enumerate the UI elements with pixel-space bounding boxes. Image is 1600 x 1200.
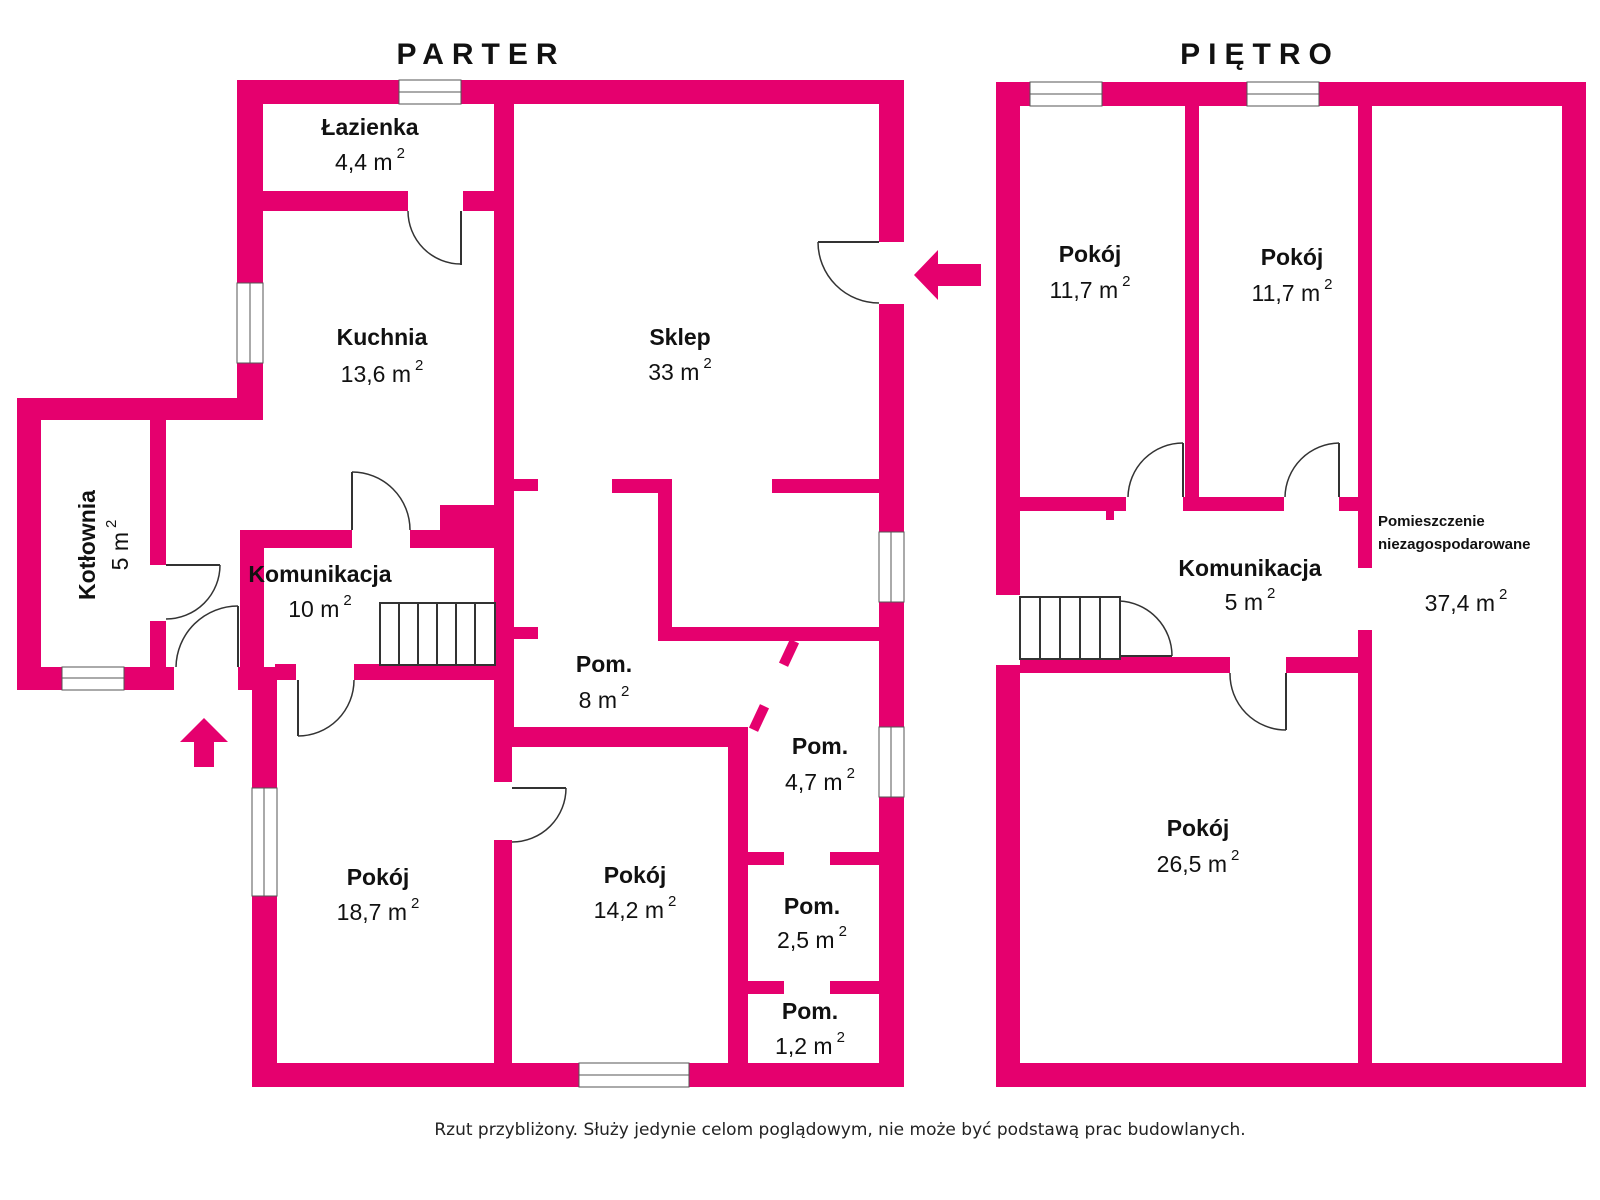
wall — [240, 530, 264, 690]
wall — [17, 398, 260, 420]
wall — [252, 1063, 904, 1087]
wall — [612, 479, 672, 493]
wall — [1106, 508, 1114, 520]
door-icon — [165, 564, 221, 620]
room-name-pom-25: Pom. — [784, 893, 840, 919]
floor-title-ground: PARTER — [396, 38, 565, 71]
wall — [748, 981, 784, 994]
door-icon — [511, 787, 567, 843]
room-label-kotlownia: Kotłownia 5 m2 — [74, 490, 133, 600]
door-icon — [407, 210, 462, 265]
wall — [494, 80, 514, 740]
door-icon — [297, 679, 355, 737]
floor-title-upper: PIĘTRO — [1180, 38, 1340, 71]
wall — [996, 82, 1020, 1087]
stairs-icon — [1019, 596, 1121, 660]
wall — [150, 418, 166, 684]
room-name-niezag-line2: niezagospodarowane — [1378, 536, 1531, 553]
room-name-kuchnia: Kuchnia — [337, 324, 428, 350]
room-name-pom-12: Pom. — [782, 998, 838, 1024]
wall — [237, 80, 904, 104]
wall — [658, 479, 672, 639]
room-name-pokoj-187: Pokój — [347, 864, 410, 890]
entrance-arrow-icon — [180, 718, 228, 767]
door-icon — [817, 241, 880, 304]
door-opening — [1284, 497, 1339, 511]
door-opening — [996, 595, 1020, 665]
room-name-komunikacja-pietro: Komunikacja — [1178, 555, 1321, 581]
room-name-komunikacja-parter: Komunikacja — [248, 561, 391, 587]
wall — [996, 1063, 1586, 1087]
wall — [260, 191, 502, 211]
entrance-opening — [174, 667, 238, 690]
room-name-lazienka: Łazienka — [321, 114, 418, 140]
stairs-icon — [379, 602, 496, 666]
door-opening — [150, 565, 166, 621]
wall — [17, 398, 41, 690]
door-opening — [494, 782, 512, 840]
door-icon — [175, 605, 239, 668]
wall — [512, 479, 538, 491]
wall — [778, 639, 800, 667]
room-name-pokoj-265: Pokój — [1167, 815, 1230, 841]
door-opening — [408, 191, 463, 211]
door-icon — [1127, 442, 1184, 498]
wall — [1185, 104, 1199, 508]
upper-floor-plan — [996, 81, 1586, 1087]
entrance-opening — [879, 242, 904, 304]
wall — [1358, 104, 1372, 568]
wall — [1562, 82, 1586, 1087]
room-name-pokoj-117a: Pokój — [1059, 241, 1122, 267]
wall — [494, 727, 744, 747]
room-name-kotlownia: Kotłownia — [74, 490, 100, 600]
room-name-pokoj-142: Pokój — [604, 862, 667, 888]
wall — [728, 727, 748, 1067]
wall — [748, 704, 770, 732]
door-opening — [1126, 497, 1183, 511]
wall — [830, 981, 882, 994]
wall — [512, 627, 538, 639]
room-name-sklep: Sklep — [649, 324, 710, 350]
door-icon — [1118, 600, 1173, 657]
door-icon — [1284, 442, 1340, 498]
door-icon — [351, 471, 411, 531]
room-name-pokoj-117b: Pokój — [1261, 244, 1324, 270]
room-name-pom-47: Pom. — [792, 733, 848, 759]
ground-floor-plan — [17, 79, 981, 1088]
wall — [658, 627, 888, 641]
wall — [440, 505, 500, 545]
wall — [772, 479, 882, 493]
wall — [237, 80, 263, 420]
door-icon — [1229, 672, 1287, 731]
door-opening — [1230, 657, 1286, 673]
wall — [1358, 630, 1372, 1067]
room-area-kotlownia: 5 m2 — [103, 520, 133, 571]
wall — [494, 727, 512, 1067]
door-opening — [352, 530, 410, 548]
wall — [748, 852, 784, 865]
door-opening — [296, 664, 354, 680]
room-name-pom-8: Pom. — [576, 651, 632, 677]
entrance-arrow-icon — [914, 250, 981, 300]
wall — [1018, 497, 1364, 511]
disclaimer-note: Rzut przybliżony. Służy jedynie celom po… — [434, 1120, 1245, 1140]
room-name-niezag-line1: Pomieszczenie — [1378, 513, 1485, 530]
wall — [830, 852, 882, 865]
